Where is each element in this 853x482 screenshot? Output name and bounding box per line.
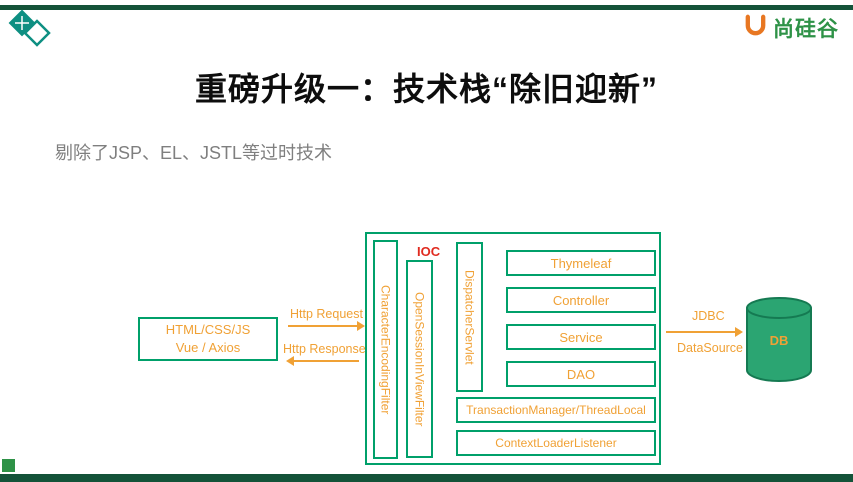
character-encoding-filter-box: CharacterEncodingFilter xyxy=(373,240,398,459)
context-loader-listener-box: ContextLoaderListener xyxy=(456,430,656,456)
server-container-box: IOC CharacterEncodingFilter OpenSessionI… xyxy=(365,232,661,465)
dispatcher-servlet-box: DispatcherServlet xyxy=(456,242,483,392)
client-box: HTML/CSS/JS Vue / Axios xyxy=(138,317,278,361)
dispatcher-servlet-label: DispatcherServlet xyxy=(462,269,477,365)
dao-box: DAO xyxy=(506,361,656,387)
open-session-filter-label: OpenSessionInViewFilter xyxy=(412,291,427,427)
database-icon xyxy=(745,296,813,384)
diamond-logo-icon xyxy=(8,9,52,49)
slide-subtitle: 剔除了JSP、EL、JSTL等过时技术 xyxy=(55,143,333,163)
transaction-manager-box: TransactionManager/ThreadLocal xyxy=(456,397,656,423)
top-divider xyxy=(0,5,853,10)
http-response-label: Http Response xyxy=(283,342,366,356)
client-tech-line: HTML/CSS/JS xyxy=(165,322,251,338)
brand-u-icon xyxy=(743,13,768,43)
service-box: Service xyxy=(506,324,656,350)
jdbc-arrow-icon xyxy=(666,327,743,337)
ioc-label: IOC xyxy=(417,244,441,259)
client-framework-line: Vue / Axios xyxy=(175,340,241,355)
bottom-divider xyxy=(0,474,853,482)
open-session-filter-box: OpenSessionInViewFilter xyxy=(406,260,433,458)
corner-accent xyxy=(2,459,15,472)
http-request-label: Http Request xyxy=(290,307,363,321)
brand-name: 尚硅谷 xyxy=(773,18,839,41)
character-encoding-filter-label: CharacterEncodingFilter xyxy=(378,284,393,415)
thymeleaf-box: Thymeleaf xyxy=(506,250,656,276)
datasource-label: DataSource xyxy=(677,341,744,355)
brand-logo: 尚硅谷 xyxy=(743,13,839,43)
http-response-arrow-icon xyxy=(286,356,359,366)
jdbc-label: JDBC xyxy=(692,309,725,323)
http-request-arrow-icon xyxy=(288,321,365,331)
controller-box: Controller xyxy=(506,287,656,313)
slide-title: 重磅升级一：技术栈“除旧迎新” xyxy=(194,71,658,107)
db-label: DB xyxy=(769,333,789,348)
